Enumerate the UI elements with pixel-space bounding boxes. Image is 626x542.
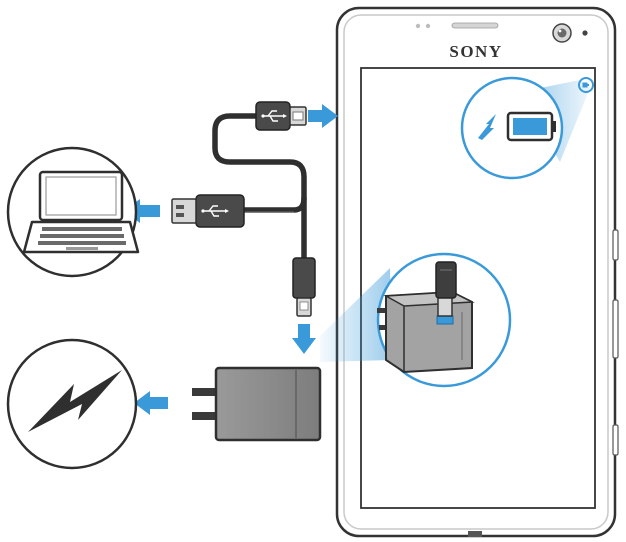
- adapter-prong-top: [192, 388, 218, 396]
- charging-bolt-icon: [478, 114, 496, 140]
- power-button-side: [612, 424, 619, 456]
- light-sensor: [425, 23, 431, 29]
- lightning-bolt-icon: [28, 370, 122, 432]
- arrow-to-phone: [308, 104, 338, 128]
- laptop-icon: [22, 170, 140, 254]
- battery-callout: [460, 76, 590, 180]
- wall-power-callout: [6, 338, 138, 470]
- computer-callout: [6, 146, 140, 278]
- phone-inner-rim: [343, 14, 609, 530]
- adapter-closeup-callout: [320, 252, 512, 388]
- adapter-usb-port: [436, 315, 454, 325]
- power-adapter: [192, 366, 322, 442]
- adapter-closeup: [377, 261, 475, 374]
- earpiece-speaker: [451, 22, 499, 29]
- cable-wire: [212, 113, 307, 265]
- closeup-beam: [320, 268, 392, 362]
- cable-wire-branch: [237, 195, 307, 213]
- arrow-to-wall-power: [134, 391, 168, 415]
- micro-usb-plug: [255, 101, 307, 131]
- arrow-to-adapter: [292, 324, 316, 354]
- usb-a-plug: [171, 194, 245, 228]
- volume-button: [612, 299, 619, 359]
- usb-symbol-icon: [261, 110, 287, 122]
- usb-symbol-icon: [201, 205, 229, 217]
- bottom-port: [468, 531, 482, 537]
- proximity-sensor: [415, 23, 421, 29]
- usb-cable: [171, 101, 316, 317]
- battery-charging-icon: [478, 111, 556, 142]
- phone-brand-logo: SONY: [449, 42, 502, 61]
- front-camera: [552, 23, 588, 43]
- adapter-prong-bottom: [192, 412, 218, 420]
- usb-a-plug-to-adapter: [292, 257, 316, 317]
- side-button-top: [612, 229, 619, 261]
